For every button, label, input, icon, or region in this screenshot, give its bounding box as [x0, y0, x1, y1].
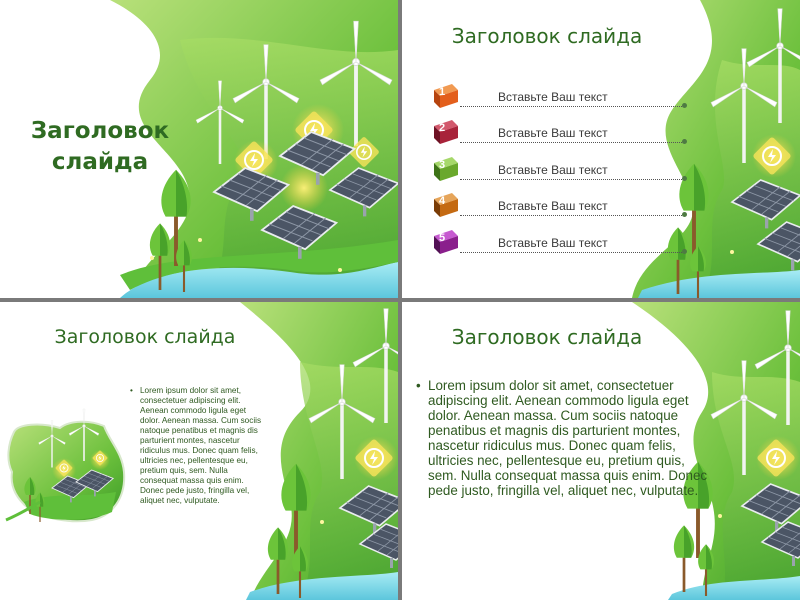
item-text[interactable]: Вставьте Ваш текст — [498, 90, 608, 104]
number-badge — [434, 84, 458, 108]
item-number: 4 — [439, 195, 446, 207]
divider-endpoint — [682, 212, 687, 217]
list-item-2: 2 Вставьте Ваш текст — [430, 118, 687, 146]
slide-title: Заголовок слайда — [54, 326, 236, 348]
slide-title: Заголовок слайда — [451, 325, 643, 349]
body-paragraph: Lorem ipsum dolor sit amet, consectetuer… — [428, 378, 708, 498]
number-badge — [434, 120, 458, 144]
body-text[interactable]: • Lorem ipsum dolor sit amet, consectetu… — [416, 378, 708, 498]
dotted-divider — [460, 252, 686, 253]
divider-endpoint — [682, 103, 687, 108]
dotted-divider — [460, 142, 686, 143]
number-badge — [434, 193, 458, 217]
renewable-energy-illustration — [632, 0, 800, 298]
renewable-energy-illustration — [110, 0, 398, 298]
item-number: 2 — [439, 122, 446, 134]
slide-3[interactable]: Заголовок слайда • Lorem ipsum dolor sit… — [0, 302, 398, 600]
dotted-divider — [460, 179, 686, 180]
body-paragraph: Lorem ipsum dolor sit amet, consectetuer… — [140, 386, 262, 505]
dotted-divider — [460, 215, 686, 216]
bullet-icon: • — [416, 378, 421, 393]
slide-1[interactable]: Заголовок слайда — [0, 0, 398, 298]
list-item-1: 1 Вставьте Ваш текст — [430, 82, 687, 110]
slide-title: Заголовок слайда — [30, 118, 170, 175]
item-text[interactable]: Вставьте Ваш текст — [498, 163, 608, 177]
item-text[interactable]: Вставьте Ваш текст — [498, 236, 608, 250]
renewable-energy-illustration — [632, 302, 800, 600]
list-item-3: 3 Вставьте Ваш текст — [430, 155, 687, 183]
item-number: 5 — [439, 232, 446, 244]
item-number: 1 — [439, 86, 446, 98]
number-badge — [434, 157, 458, 181]
body-text[interactable]: • Lorem ipsum dolor sit amet, consectetu… — [130, 386, 266, 506]
slide-title: Заголовок слайда — [451, 24, 643, 48]
item-text[interactable]: Вставьте Ваш текст — [498, 126, 608, 140]
small-leaf-illustration — [5, 408, 126, 523]
divider-endpoint — [682, 139, 687, 144]
item-text[interactable]: Вставьте Ваш текст — [498, 199, 608, 213]
number-badge — [434, 230, 458, 254]
list-item-5: 5 Вставьте Ваш текст — [430, 228, 687, 256]
renewable-energy-illustration — [5, 302, 398, 600]
divider-endpoint — [682, 176, 687, 181]
slide-4[interactable]: Заголовок слайда • Lorem ipsum dolor sit… — [402, 302, 800, 600]
slide-2[interactable]: Заголовок слайда 1 Вставьте Ваш текст 2 … — [402, 0, 800, 298]
dotted-divider — [460, 106, 686, 107]
list-item-4: 4 Вставьте Ваш текст — [430, 191, 687, 219]
item-number: 3 — [439, 159, 446, 171]
divider-endpoint — [682, 249, 687, 254]
bullet-icon: • — [130, 386, 133, 395]
